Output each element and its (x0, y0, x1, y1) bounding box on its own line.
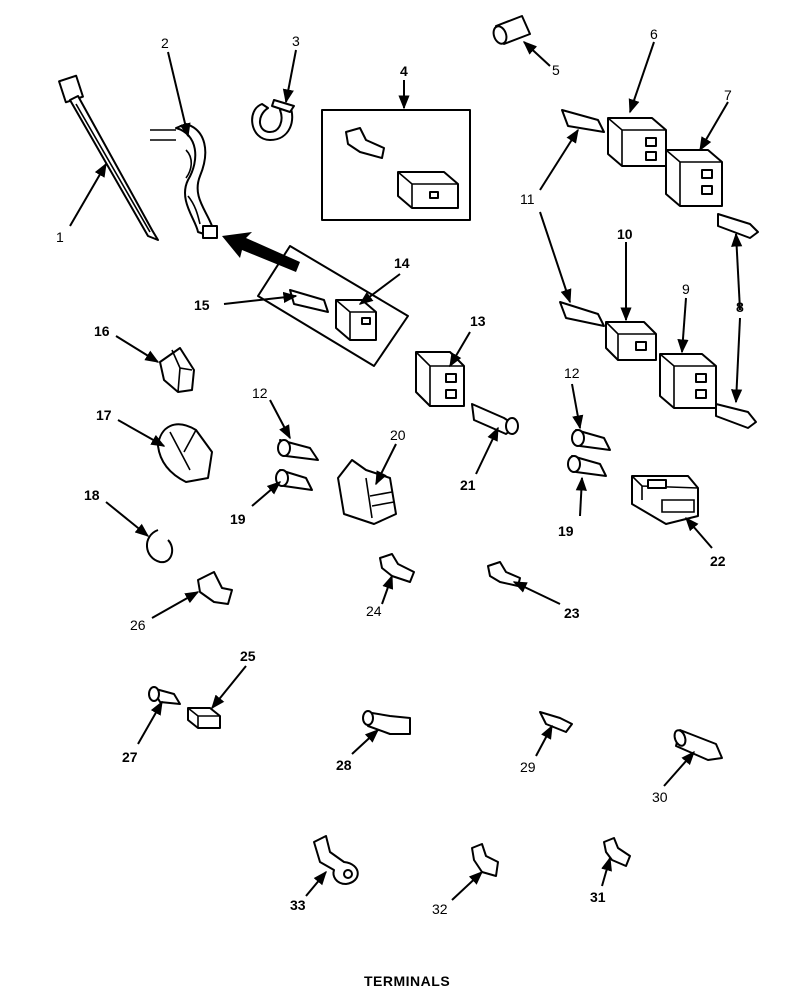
diagram-title: TERMINALS (364, 973, 450, 989)
part-1-cable-tie (58, 74, 159, 241)
part-24-terminal (379, 553, 415, 583)
part-7-connector-housing (665, 149, 723, 207)
callout-14: 14 (394, 255, 410, 271)
callout-19-left: 19 (230, 511, 246, 527)
callout-12-left: 12 (252, 385, 268, 401)
part-19-quick-disconnect-left (275, 469, 313, 491)
part-4-kit-box (321, 109, 471, 221)
part-19-quick-disconnect-right (567, 455, 607, 477)
part-12-quick-disconnect-left (277, 439, 319, 461)
callout-28: 28 (336, 757, 352, 773)
callout-1: 1 (56, 229, 64, 245)
assembly-arrow (222, 232, 300, 272)
callout-2: 2 (161, 35, 169, 51)
callout-9: 9 (682, 281, 690, 297)
callout-18: 18 (84, 487, 100, 503)
callout-24: 24 (366, 603, 382, 619)
callout-33: 33 (290, 897, 306, 913)
part-2-wire-harness (150, 123, 218, 239)
part-8-pin-terminal (715, 213, 759, 429)
callout-22: 22 (710, 553, 726, 569)
part-30-butt-splice (673, 729, 723, 761)
callout-25: 25 (240, 648, 256, 664)
callout-16: 16 (94, 323, 110, 339)
callout-21: 21 (460, 477, 476, 493)
part-29-terminal (539, 711, 573, 733)
part-17-terminal-cover (157, 423, 213, 483)
part-12-quick-disconnect-right (571, 429, 611, 451)
part-21-pin-terminal (471, 403, 519, 435)
part-3-clamp (251, 99, 295, 141)
callout-6: 6 (650, 26, 658, 42)
part-10-connector-housing (605, 321, 657, 361)
callout-27: 27 (122, 749, 138, 765)
callout-17: 17 (96, 407, 112, 423)
callout-labels: 1 2 3 4 5 6 7 8 9 10 11 12 12 13 14 15 1… (56, 26, 744, 917)
callout-19-right: 19 (558, 523, 574, 539)
callout-26: 26 (130, 617, 146, 633)
callout-3: 3 (292, 33, 300, 49)
callout-23: 23 (564, 605, 580, 621)
part-28-terminal (362, 710, 411, 735)
callout-5: 5 (552, 62, 560, 78)
part-33-ring-terminal (313, 835, 359, 885)
callout-8: 8 (736, 299, 744, 315)
callout-30: 30 (652, 789, 668, 805)
callout-29: 29 (520, 759, 536, 775)
callout-20: 20 (390, 427, 406, 443)
part-13-connector-housing (415, 351, 465, 407)
part-6-connector-housing (607, 117, 667, 167)
part-9-connector-housing (659, 353, 717, 409)
callout-12-right: 12 (564, 365, 580, 381)
part-31-terminal (603, 837, 631, 867)
part-32-terminal (471, 843, 499, 877)
callout-31: 31 (590, 889, 606, 905)
part-25-insulator (187, 707, 221, 729)
callout-7: 7 (724, 87, 732, 103)
part-20-connector-housing (337, 459, 397, 525)
part-18-snap-ring (146, 529, 174, 564)
callout-4: 4 (400, 63, 408, 79)
callout-11: 11 (520, 191, 535, 207)
part-27-terminal (148, 686, 181, 705)
callout-32: 32 (432, 901, 448, 917)
callout-15: 15 (194, 297, 210, 313)
callout-10: 10 (617, 226, 633, 242)
part-16-retainer-clip (159, 347, 195, 393)
part-22-connector-housing (631, 475, 699, 525)
callout-13: 13 (470, 313, 486, 329)
leader-lines (69, 41, 743, 901)
part-5-barrel-connector (492, 15, 531, 45)
part-11-socket-terminal (559, 109, 605, 327)
part-26-clip (197, 571, 233, 605)
